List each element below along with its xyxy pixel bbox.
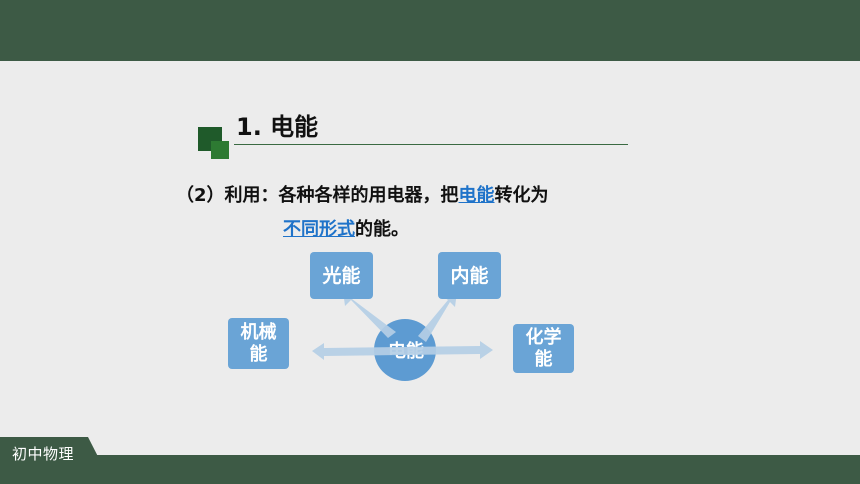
line1-highlight: 电能: [458, 185, 495, 206]
line1-suffix: 转化为: [494, 185, 549, 206]
bottom-bar: [0, 455, 860, 484]
footer-tab: [0, 437, 112, 484]
arrow-to-internal: [418, 292, 457, 342]
top-bar: [0, 0, 860, 61]
arrow-to-light: [343, 291, 396, 338]
body-line-2: 不同形式的能。: [283, 215, 409, 241]
title-marker-light: [211, 141, 229, 159]
chemical-energy-box: 化学 能: [513, 324, 574, 373]
light-energy-box: 光能: [310, 252, 373, 299]
mechanical-energy-box: 机械 能: [228, 318, 289, 369]
title-underline: [234, 144, 628, 145]
line2-suffix: 的能。: [355, 219, 409, 240]
internal-energy-box: 内能: [438, 252, 501, 299]
body-line-1: （2）利用：各种各样的用电器，把电能转化为: [176, 181, 549, 207]
line2-highlight: 不同形式: [283, 219, 355, 240]
footer-label: 初中物理: [12, 445, 75, 463]
line1-prefix: （2）利用：各种各样的用电器，把: [176, 185, 459, 206]
section-title: 1. 电能: [236, 113, 319, 141]
arrow-mechanical-chemical: [312, 341, 493, 360]
